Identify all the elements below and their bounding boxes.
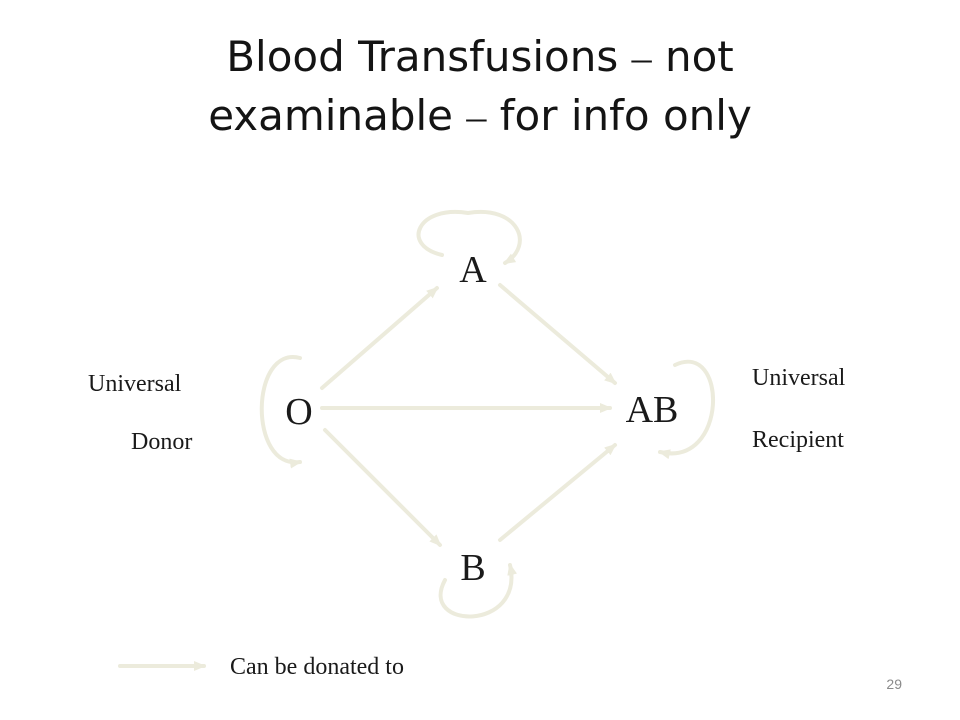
title-text-1b: not — [664, 32, 734, 81]
arrow-o-to-b — [323, 428, 442, 547]
page-number: 29 — [886, 676, 902, 692]
slide-title: Blood Transfusions – not examinable – fo… — [0, 28, 960, 146]
legend-label: Can be donated to — [230, 654, 404, 680]
node-a: A — [459, 249, 487, 291]
self-loop-b — [438, 563, 518, 619]
title-text-2b: for info only — [499, 91, 752, 140]
universal-recipient-line2: Recipient — [752, 427, 844, 453]
arrow-a-to-ab — [498, 283, 617, 385]
title-line-1: Blood Transfusions – not — [0, 28, 960, 87]
arrow-b-to-ab — [498, 443, 617, 542]
universal-donor-line1: Universal — [88, 371, 182, 397]
title-text-1a: Blood Transfusions — [226, 32, 619, 81]
arrow-o-to-a — [320, 286, 439, 390]
title-dash-2: – — [466, 94, 487, 139]
universal-donor-line2: Donor — [131, 429, 193, 455]
self-loop-o — [259, 355, 302, 469]
self-loop-ab — [658, 360, 716, 460]
universal-recipient-line1: Universal — [752, 365, 846, 391]
title-text-2a: examinable — [208, 91, 454, 140]
self-loop-a — [416, 209, 522, 265]
title-dash-1: – — [631, 35, 652, 80]
node-b: B — [460, 547, 486, 589]
node-ab: AB — [625, 389, 679, 431]
title-line-2: examinable – for info only — [0, 87, 960, 146]
node-o: O — [285, 391, 313, 433]
